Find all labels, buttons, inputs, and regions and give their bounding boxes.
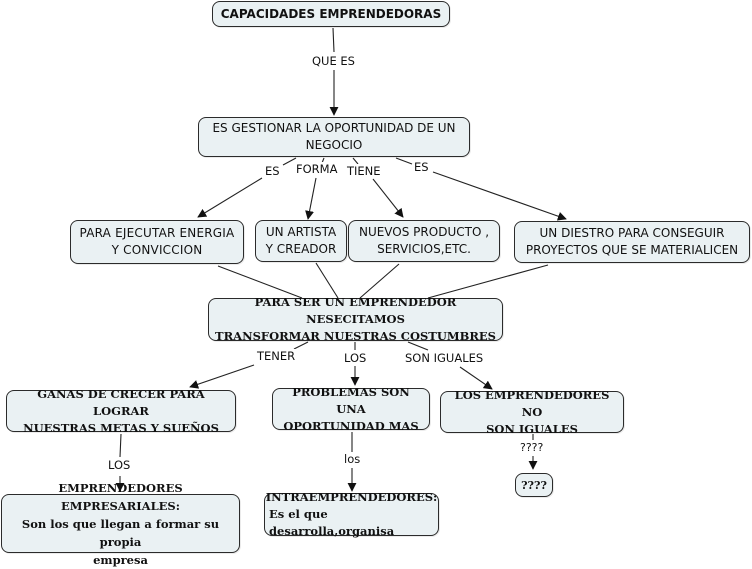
node-diestro-proyectos[interactable]: UN DIESTRO PARA CONSEGUIR PROYECTOS QUE … [514, 221, 750, 263]
node-gestionar-oportunidad[interactable]: ES GESTIONAR LA OPORTUNIDAD DE UN NEGOCI… [198, 117, 470, 157]
link-label-son-iguales: SON IGUALES [404, 351, 485, 365]
connector-diestro-to-para-ser [427, 264, 549, 299]
link-label-los-left: LOS [107, 458, 132, 472]
node-text-line2: Son los que llegan a formar su propia [21, 516, 220, 549]
node-text-line2: OPORTUNIDAD MAS [283, 418, 419, 433]
node-text-line2: Y CREADOR [265, 242, 337, 256]
node-nuevos-productos[interactable]: NUEVOS PRODUCTO , SERVICIOS,ETC. [348, 220, 500, 262]
arrow-es-right-to-diestro [432, 171, 567, 221]
connector-para-ser-to-tener [293, 341, 309, 350]
link-label-los-lower: los [343, 452, 362, 466]
node-text-line1: GANAS DE CRECER PARA LOGRAR [37, 386, 205, 418]
node-ganas-de-crecer[interactable]: GANAS DE CRECER PARA LOGRAR NUESTRAS MET… [6, 387, 236, 435]
node-text-line2: NUESTRAS METAS Y SUEÑOS [23, 420, 219, 435]
node-text-line1: NUEVOS PRODUCTO , [358, 225, 490, 239]
arrow-forma-to-artista [305, 177, 317, 220]
connector-ejecutar-to-para-ser [217, 265, 303, 299]
link-label-los-mid: LOS [343, 351, 368, 365]
node-intraemprendedores[interactable]: INTRAEMPRENDEDORES: Es el que desarrolla… [264, 490, 439, 538]
arrow-es-left-to-ejecutar [197, 177, 263, 218]
connector-gestionar-to-tiene [352, 157, 359, 165]
node-unknown[interactable]: ???? [515, 473, 553, 497]
node-ejecutar-energia[interactable]: PARA EJECUTAR ENERGIA Y CONVICCION [70, 220, 244, 264]
node-text-line1: UN ARTISTA [265, 225, 337, 239]
connector-layer [115, 27, 567, 492]
link-label-tener: TENER [256, 349, 297, 363]
connector-root-to-que-es [332, 27, 335, 53]
link-label-que-es: QUE ES [311, 54, 356, 68]
arrow-tener-to-ganas [189, 364, 255, 389]
node-text-line2: TRANSFORMAR NUESTRAS COSTUMBRES [215, 329, 496, 343]
node-text: CAPACIDADES EMPRENDEDORAS [220, 6, 442, 21]
connector-para-ser-to-son-iguales [407, 341, 429, 351]
node-text-line1: PROBLEMAS SON UNA [292, 384, 410, 416]
connector-gestionar-to-es-left [282, 157, 297, 166]
node-text-line2: SERVICIOS,ETC. [377, 242, 471, 256]
connector-nuevos-to-para-ser [359, 263, 400, 299]
node-text: ???? [521, 478, 547, 492]
node-text-line1: EMPRENDEDORES EMPRESARIALES: [58, 480, 183, 513]
node-problemas-oportunidad[interactable]: PROBLEMAS SON UNA OPORTUNIDAD MAS [272, 385, 430, 433]
node-text-line2: Es el que desarrolla,organisa [269, 507, 395, 538]
connector-artista-to-para-ser [315, 262, 339, 299]
node-text-line1: PARA SER UN EMPRENDEDOR NESECITAMOS [254, 295, 457, 326]
link-label-tiene: TIENE [346, 164, 382, 178]
connector-ganas-to-los [119, 433, 122, 458]
link-label-es-left: ES [264, 164, 281, 178]
node-text-line1: LOS EMPRENDEDORES NO [454, 387, 610, 419]
link-label-question: ???? [519, 441, 545, 455]
node-text-line3: empresa [93, 552, 148, 567]
node-text-line1: INTRAEMPRENDEDORES: [265, 490, 438, 504]
node-text-line1: UN DIESTRO PARA CONSEGUIR [539, 226, 725, 240]
node-text-line1: PARA EJECUTAR ENERGIA [79, 226, 235, 240]
link-label-es-right: ES [413, 160, 430, 174]
arrow-tiene-to-nuevos [372, 178, 404, 218]
arrow-son-iguales-to-no-iguales [459, 366, 493, 390]
node-emprendedores-empresariales[interactable]: EMPRENDEDORES EMPRESARIALES: Son los que… [1, 481, 240, 567]
node-text-line2: PROYECTOS QUE SE MATERIALICEN [525, 243, 739, 257]
node-text-line1: ES GESTIONAR LA OPORTUNIDAD DE UN [212, 121, 456, 135]
node-artista-creador[interactable]: UN ARTISTA Y CREADOR [255, 220, 347, 262]
connector-gestionar-to-es-right [395, 157, 413, 165]
node-text-line2: NEGOCIO [305, 138, 363, 152]
node-text-line2: Y CONVICCION [111, 243, 203, 257]
link-label-forma: FORMA [295, 162, 339, 176]
node-capacidades-emprendedoras[interactable]: CAPACIDADES EMPRENDEDORAS [212, 1, 450, 27]
node-para-ser-emprendedor[interactable]: PARA SER UN EMPRENDEDOR NESECITAMOS TRAN… [208, 295, 503, 343]
node-emprendedores-no-iguales[interactable]: LOS EMPRENDEDORES NO SON IGUALES [440, 388, 624, 436]
node-text-line2: SON IGUALES [486, 421, 578, 436]
